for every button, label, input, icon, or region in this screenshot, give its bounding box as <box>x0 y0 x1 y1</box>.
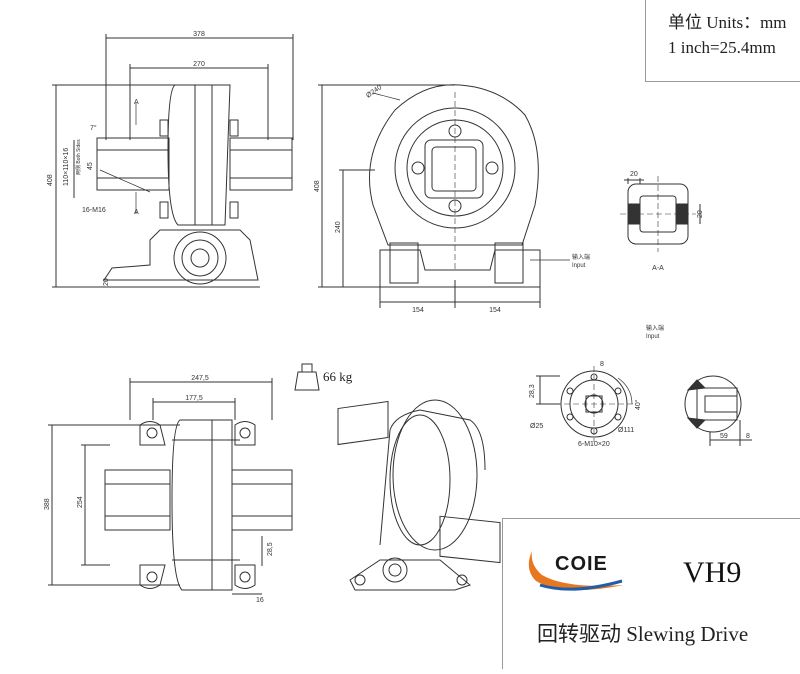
dim-h388: 388 <box>44 498 51 510</box>
dim-d285: 28,5 <box>267 542 274 556</box>
dim-w2475: 247,5 <box>191 375 209 382</box>
input-cn: 输入端 <box>572 253 590 261</box>
input-view-en: Input <box>646 334 660 340</box>
input-view-cn: 输入端 <box>646 324 664 332</box>
section-a-bottom: A <box>134 209 139 216</box>
dim-d59: 59 <box>720 433 728 440</box>
section-a-top: A <box>134 99 139 106</box>
units-box: 单位 Units：mm 1 inch=25.4mm <box>645 0 800 82</box>
dim-aa-20b: 20 <box>697 210 704 218</box>
dim-w270: 270 <box>193 61 205 68</box>
weight-label: 66 kg <box>323 369 353 384</box>
units-line-2: 1 inch=25.4mm <box>668 38 776 57</box>
dim-front-h240: 240 <box>335 221 342 233</box>
brand-name: COIE <box>555 553 608 575</box>
bottom-view <box>48 378 293 595</box>
dim-d28: 28,3 <box>529 384 536 398</box>
dim-holes: 6-M10×20 <box>578 441 610 448</box>
units-line-1: 单位 Units：mm <box>668 13 787 32</box>
dim-v20: 20 <box>103 278 110 286</box>
dim-bolt: 110×110×16 <box>63 148 70 186</box>
top-view <box>52 34 294 288</box>
title-block <box>502 518 800 669</box>
front-view <box>318 84 570 308</box>
model-number: VH9 <box>683 556 742 589</box>
dim-h254: 254 <box>77 496 84 508</box>
brand-logo: COIE <box>522 545 632 595</box>
dim-l154: 154 <box>412 307 424 314</box>
dim-v7: 7° <box>90 124 97 132</box>
side-section <box>684 375 752 446</box>
product-name: 回转驱动 Slewing Drive <box>537 622 749 646</box>
dim-h408: 408 <box>47 174 54 186</box>
dim-ang: 40° <box>634 399 642 410</box>
input-en: Input <box>572 263 586 269</box>
dim-dia111: Ø111 <box>618 427 634 434</box>
input-end-view <box>536 366 634 442</box>
dim-key: 8 <box>600 361 604 368</box>
dim-front-h408: 408 <box>314 180 321 192</box>
dim-w1775: 177,5 <box>185 395 203 402</box>
dim-v45: 45 <box>87 162 94 170</box>
dim-m16: 16-M16 <box>82 207 106 214</box>
dim-d8: 8 <box>746 433 750 440</box>
dim-r154: 154 <box>489 307 501 314</box>
weight-icon <box>294 363 320 391</box>
dim-aa-20a: 20 <box>630 171 638 178</box>
section-aa <box>620 176 701 252</box>
dim-dia25: Ø25 <box>530 423 543 430</box>
dim-both-sides: 两侧 Both Sides <box>75 139 82 175</box>
dim-dia: Ø240 <box>365 84 383 100</box>
isometric-view <box>337 399 501 591</box>
dim-w378: 378 <box>193 31 205 38</box>
logo-swoosh-icon <box>528 551 624 591</box>
section-aa-label: A-A <box>652 265 664 272</box>
dim-d16: 16 <box>256 597 264 604</box>
